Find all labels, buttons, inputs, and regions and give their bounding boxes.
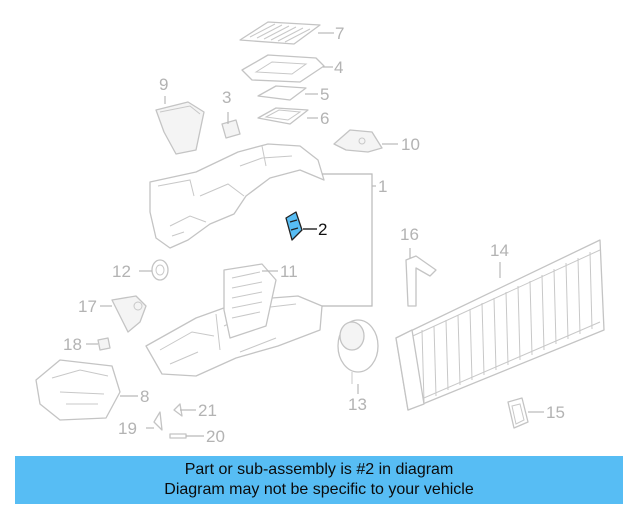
callout-1: 1 — [378, 177, 387, 196]
callout-4: 4 — [334, 58, 343, 77]
callout-11: 11 — [280, 262, 298, 281]
part-10-bracket[interactable] — [333, 129, 383, 153]
callout-6: 6 — [320, 109, 329, 128]
callout-12: 12 — [112, 262, 131, 281]
callout-21: 21 — [198, 401, 217, 420]
part-7-grille[interactable] — [239, 21, 321, 45]
part-15-seal[interactable] — [507, 397, 529, 429]
part-13-blower[interactable] — [337, 319, 379, 384]
callout-5: 5 — [320, 85, 329, 104]
parts-diagram: 7 4 5 6 9 3 10 1 2 11 12 17 18 8 21 19 2… — [35, 21, 605, 446]
callout-3: 3 — [222, 88, 231, 107]
callout-15: 15 — [546, 403, 565, 422]
part-12-grommet[interactable] — [151, 259, 169, 281]
info-banner: Part or sub-assembly is #2 in diagram Di… — [15, 456, 623, 504]
banner-line-2: Diagram may not be specific to your vehi… — [164, 481, 474, 498]
part-16-tube[interactable] — [405, 255, 437, 307]
part-2-highlighted[interactable] — [285, 211, 303, 241]
part-8-module[interactable] — [35, 359, 121, 421]
part-5-gasket[interactable] — [257, 85, 307, 101]
part-1-hvac-case[interactable] — [145, 143, 325, 377]
callout-19: 19 — [118, 419, 137, 438]
banner-line-1: Part or sub-assembly is #2 in diagram — [184, 461, 454, 478]
callout-8: 8 — [140, 387, 149, 406]
part-3-actuator[interactable] — [221, 119, 241, 139]
callout-20: 20 — [206, 427, 225, 446]
part-19-clip[interactable] — [153, 411, 163, 431]
part-18-nut[interactable] — [97, 337, 111, 351]
part-6-seal[interactable] — [257, 107, 309, 125]
callout-18: 18 — [63, 335, 82, 354]
callout-17: 17 — [78, 297, 97, 316]
part-17-sensor[interactable] — [111, 295, 147, 333]
callout-16: 16 — [400, 225, 419, 244]
callout-2: 2 — [318, 220, 327, 239]
part-20-pin[interactable] — [169, 433, 187, 439]
part-4-housing[interactable] — [241, 54, 325, 83]
callout-7: 7 — [335, 24, 344, 43]
callout-10: 10 — [401, 135, 420, 154]
part-9-duct[interactable] — [155, 101, 205, 155]
part-11-filter[interactable] — [223, 263, 277, 339]
part-14-heater-core[interactable] — [395, 239, 605, 411]
leader-lines — [86, 32, 544, 437]
callout-14: 14 — [490, 241, 509, 260]
callout-9: 9 — [159, 75, 168, 94]
callout-13: 13 — [348, 395, 367, 414]
